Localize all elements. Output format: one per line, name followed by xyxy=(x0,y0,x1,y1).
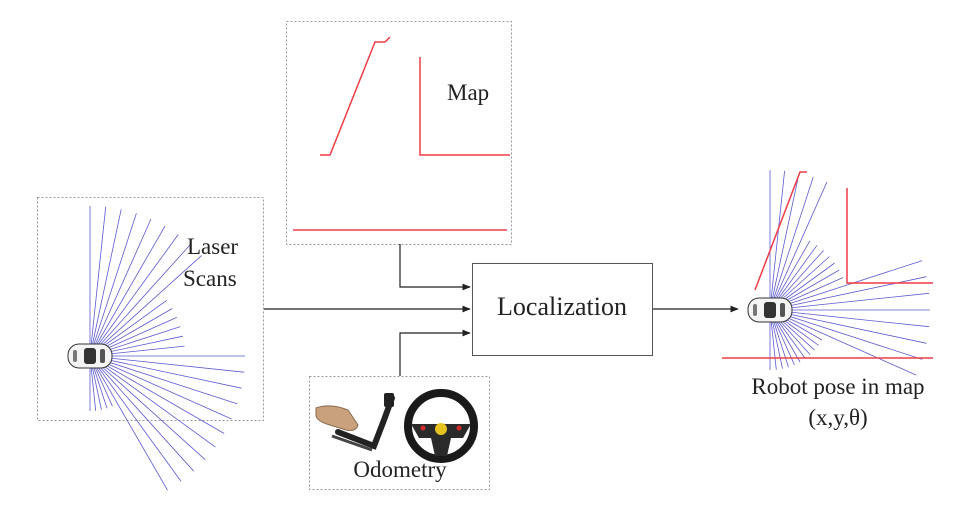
laser-ray xyxy=(89,355,194,472)
laser-ray xyxy=(89,209,122,357)
map-wall-corner xyxy=(419,57,510,156)
laser-ray xyxy=(89,355,242,389)
steering-wheel-icon xyxy=(404,389,478,463)
laser-ray xyxy=(89,206,107,357)
laser-scans-label-line1: Laser xyxy=(187,234,239,259)
laser-ray xyxy=(769,170,785,311)
pose-laser-rays xyxy=(769,170,930,376)
car-icon xyxy=(67,343,113,369)
localization-label: Localization xyxy=(497,292,627,321)
map-panel xyxy=(286,21,512,245)
map-to-localization-arrow xyxy=(399,244,471,291)
map-wall-diagonal xyxy=(320,36,391,156)
foot-pedal-icon xyxy=(315,393,395,452)
laser-ray xyxy=(769,173,800,311)
laser-ray xyxy=(89,355,238,405)
laser-ray xyxy=(89,234,179,357)
laser-ray xyxy=(769,309,927,344)
pose-coordinates-label: (x,y,θ) xyxy=(808,405,868,430)
laser-ray xyxy=(89,213,137,357)
laser-ray xyxy=(89,355,206,460)
localization-box xyxy=(472,263,653,356)
laser-ray xyxy=(769,176,814,311)
laser-scans-panel xyxy=(37,197,264,491)
odometry-to-localization-arrow xyxy=(399,329,471,376)
arrows xyxy=(264,244,739,376)
laser-ray xyxy=(89,355,168,491)
laser-ray xyxy=(89,355,182,482)
map-label: Map xyxy=(447,80,490,105)
laser-scans-label-line2: Scans xyxy=(183,266,237,291)
laser-ray xyxy=(769,181,828,311)
laser-ray xyxy=(89,355,216,448)
laser-ray xyxy=(89,255,202,357)
laser-ray xyxy=(89,355,245,373)
laser-ray xyxy=(769,309,917,376)
odometry-label: Odometry xyxy=(353,457,447,482)
laser-ray xyxy=(89,218,152,357)
laser-ray xyxy=(89,355,232,420)
laser-ray xyxy=(89,244,191,357)
laser-ray xyxy=(769,260,923,311)
pose-output xyxy=(722,170,933,376)
pose-wall-corner xyxy=(846,188,933,284)
laser-ray xyxy=(769,309,923,360)
robot-pose-label: Robot pose in map xyxy=(751,374,925,399)
odometry-panel xyxy=(309,376,490,490)
laser-ray xyxy=(89,355,225,434)
laser-ray xyxy=(769,292,930,311)
car-icon xyxy=(747,297,793,323)
laser-ray xyxy=(89,225,166,357)
pose-wall-diagonal xyxy=(754,171,807,291)
laser-ray xyxy=(769,309,930,328)
